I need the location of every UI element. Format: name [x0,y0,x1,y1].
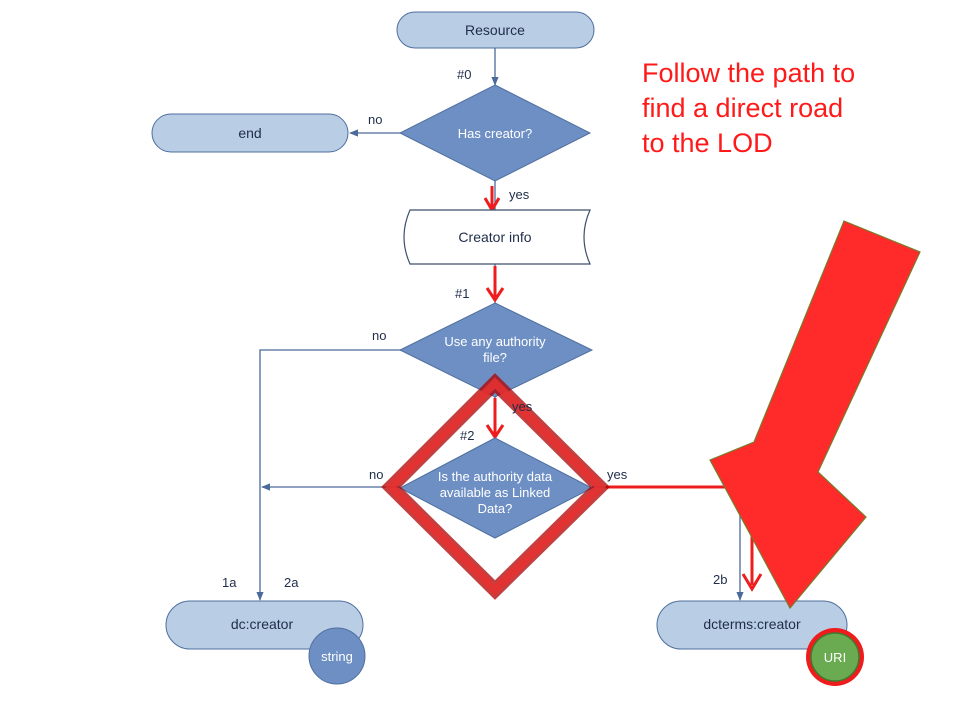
authority-file-label-line2: file? [483,350,507,365]
string-badge-label: string [321,649,353,664]
no-linked-label: no [369,467,383,482]
resource-label: Resource [465,22,525,38]
dcterms-creator-node [656,600,848,650]
no-authority-label: no [372,328,386,343]
highlight-diamond-inner [385,377,606,596]
string-badge [308,627,366,685]
yes-authority-label: yes [512,399,533,414]
step-2-label: #2 [460,428,474,443]
yes-creator-label: yes [509,187,530,202]
uri-badge-label: URI [824,650,846,665]
uri-badge [810,632,860,682]
callout-text: Follow the path to find a direct road to… [642,58,856,158]
dc-creator-node [165,600,364,650]
yes-linked-label: yes [607,467,628,482]
creator-info-node [403,209,591,265]
linked-data-label-line2: available as Linked [440,485,551,500]
creator-info-label: Creator info [458,229,531,245]
step-0-label: #0 [457,67,471,82]
linked-data-label-line3: Data? [478,501,513,516]
step-1-label: #1 [455,286,469,301]
end-label: end [238,125,261,141]
linked-data-label-line1: Is the authority data [438,469,553,484]
path-2a-label: 2a [284,575,299,590]
no-end-label: no [368,112,382,127]
dc-creator-label: dc:creator [231,616,294,632]
authority-file-decision [398,302,594,398]
big-red-arrow [709,220,921,610]
has-creator-label: Has creator? [458,126,532,141]
has-creator-decision [398,84,592,182]
authority-file-label-line1: Use any authority [444,334,546,349]
path-1a-label: 1a [222,575,237,590]
end-node [151,113,349,153]
path-2b-label: 2b [713,572,727,587]
linked-data-decision [398,437,594,539]
resource-node [396,11,595,49]
dcterms-creator-label: dcterms:creator [703,616,801,632]
